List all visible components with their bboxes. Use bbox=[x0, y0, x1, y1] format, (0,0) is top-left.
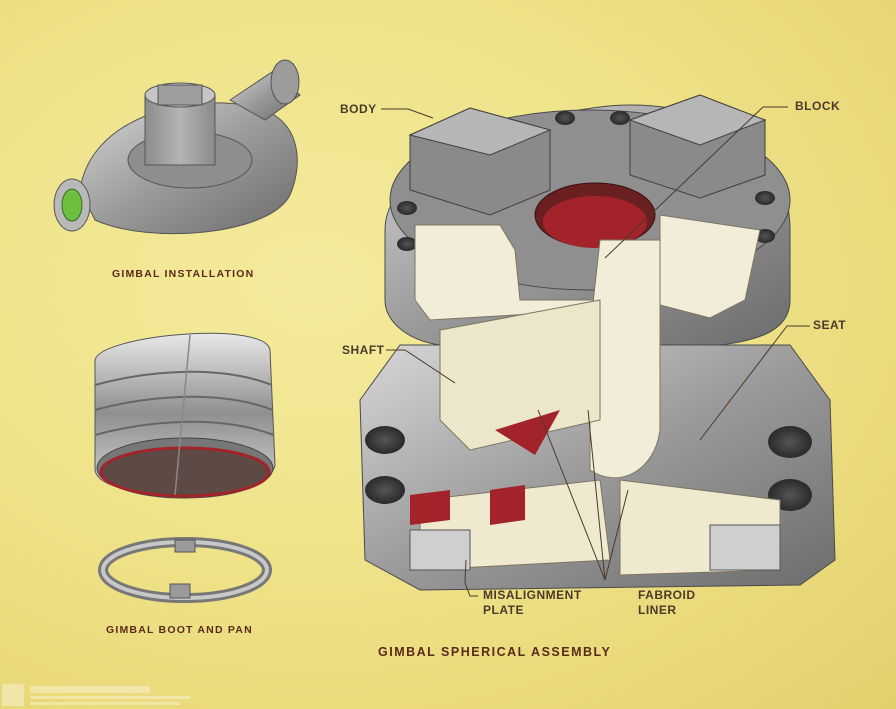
gimbal-installation-figure bbox=[53, 59, 301, 235]
callout-leaders bbox=[381, 106, 810, 597]
caption-gimbal-boot-and-pan: GIMBAL BOOT AND PAN bbox=[106, 624, 253, 636]
callout-fabroid-line2: LINER bbox=[638, 603, 677, 617]
callout-body: BODY bbox=[340, 102, 377, 116]
callout-seat: SEAT bbox=[813, 318, 847, 332]
callout-misalignment-line1: MISALIGNMENT bbox=[483, 588, 582, 602]
callout-block: BLOCK bbox=[795, 99, 841, 113]
gimbal-boot-figure bbox=[94, 332, 276, 499]
gimbal-pan-figure bbox=[98, 537, 272, 603]
callout-fabroid-line1: FABROID bbox=[638, 588, 696, 602]
callout-shaft: SHAFT bbox=[342, 343, 385, 357]
caption-gimbal-spherical-assembly: GIMBAL SPHERICAL ASSEMBLY bbox=[378, 645, 612, 659]
logo-stamp bbox=[2, 684, 190, 706]
callout-misalignment-line2: PLATE bbox=[483, 603, 524, 617]
caption-gimbal-installation: GIMBAL INSTALLATION bbox=[112, 268, 255, 280]
spherical-assembly-figure bbox=[359, 94, 836, 591]
